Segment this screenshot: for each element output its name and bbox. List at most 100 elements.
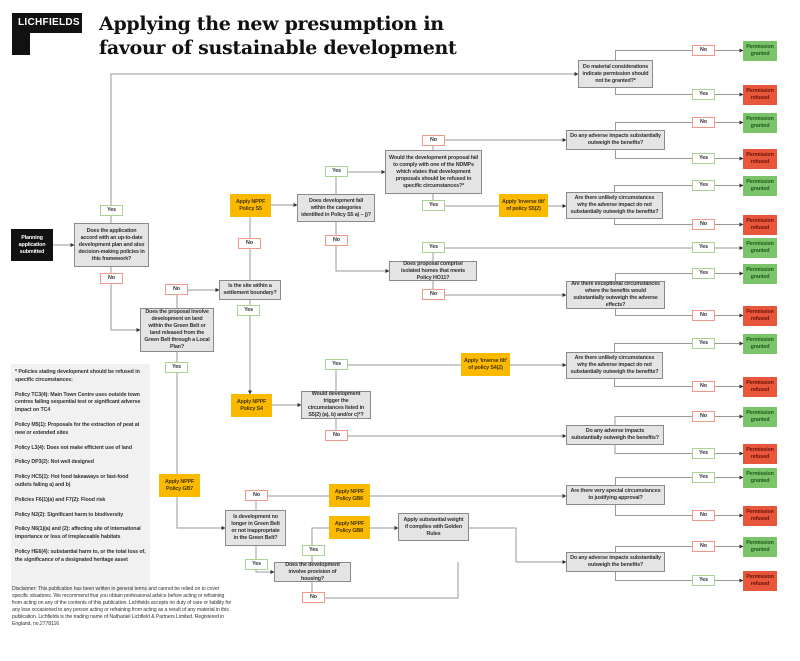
yes-label: Yes xyxy=(692,268,715,279)
yes-label: Yes xyxy=(692,180,715,191)
connector xyxy=(311,562,459,599)
q-accord-question: Does the application accord with an up-t… xyxy=(74,223,149,267)
yes-label: Yes xyxy=(692,338,715,349)
q-settlement-question: Is the site within a settlement boundary… xyxy=(219,280,281,300)
permission-granted-outcome: Permission granted xyxy=(743,406,777,427)
q-greenbelt-question: Does the proposal involve development on… xyxy=(140,308,214,352)
permission-granted-outcome: Permission granted xyxy=(743,175,777,196)
apply-s5-box: Apply NPPF Policy S5 xyxy=(230,194,271,217)
yes-label: Yes xyxy=(422,200,445,211)
policies-note: * Policies stating development should be… xyxy=(11,364,150,592)
permission-granted-outcome: Permission granted xyxy=(743,536,777,557)
connector xyxy=(614,379,692,387)
no-label: No xyxy=(692,411,715,422)
connector xyxy=(335,222,390,273)
no-label: No xyxy=(692,381,715,392)
connector xyxy=(615,273,692,281)
yes-label: Yes xyxy=(422,242,445,253)
connector xyxy=(615,477,692,485)
permission-granted-outcome: Permission granted xyxy=(743,263,777,284)
policy-note-item: Policy DP3(2): Not well designed xyxy=(15,459,94,466)
permission-refused-outcome: Permission refused xyxy=(743,148,777,169)
permission-granted-outcome: Permission granted xyxy=(743,238,777,258)
connector xyxy=(432,281,567,297)
q-categories-question: Does development fall within the categor… xyxy=(297,194,375,222)
tilt-s5-box: Apply 'inverse tilt' of policy S5(2) xyxy=(499,194,548,217)
yes-label: Yes xyxy=(165,362,188,373)
yes-label: Yes xyxy=(692,242,715,253)
q-isolated-question: Does proposal comprise isolated homes th… xyxy=(389,261,477,281)
start-box: Planning application submitted xyxy=(11,229,53,261)
no-label: No xyxy=(325,430,348,441)
no-label: No xyxy=(100,273,123,284)
no-label: No xyxy=(422,289,445,300)
permission-refused-outcome: Permission refused xyxy=(743,443,777,464)
weight-question: Apply substantial weight if complies wit… xyxy=(398,513,469,541)
logo-mark xyxy=(12,33,30,55)
no-label: No xyxy=(325,235,348,246)
page-title: Applying the new presumption in favour o… xyxy=(99,12,457,60)
no-label: No xyxy=(692,117,715,128)
policy-note-item: Policy HC5(1): Hot food takeaways or fas… xyxy=(15,474,129,488)
permission-refused-outcome: Permission refused xyxy=(743,305,777,326)
connector xyxy=(614,219,692,225)
no-label: No xyxy=(692,310,715,321)
permission-granted-outcome: Permission granted xyxy=(743,40,777,61)
connector xyxy=(615,546,692,552)
connector xyxy=(615,572,692,581)
connector xyxy=(335,419,567,438)
connector xyxy=(432,247,692,261)
no-label: No xyxy=(238,238,261,249)
apply-s4-box: Apply NPPF Policy S4 xyxy=(231,394,272,417)
no-label: No xyxy=(245,490,268,501)
yes-label: Yes xyxy=(302,545,325,556)
q-material-question: Do material considerations indicate perm… xyxy=(578,60,653,88)
connector xyxy=(615,88,692,95)
title-line-1: Applying the new presumption in xyxy=(99,13,444,35)
yes-label: Yes xyxy=(325,359,348,370)
permission-granted-outcome: Permission granted xyxy=(743,467,777,488)
q-adverse-1-question: Do any adverse impacts substantially out… xyxy=(566,130,665,150)
no-label: No xyxy=(692,45,715,56)
policy-note-item: Policy N6(1)(a) and (2): affecting site … xyxy=(15,526,141,541)
policy-note-item: Policy N2(2): Significant harm to biodiv… xyxy=(15,511,124,518)
permission-refused-outcome: Permission refused xyxy=(743,214,777,235)
permission-refused-outcome: Permission refused xyxy=(743,376,777,397)
q-adverse-2-question: Do any adverse impacts substantially out… xyxy=(566,425,664,445)
policy-note-item: Policy HE6(4): substantial harm to, or t… xyxy=(15,548,146,563)
connector xyxy=(614,416,692,425)
connector xyxy=(614,343,692,352)
connector xyxy=(614,185,692,192)
q-unlikely-1-question: Are there unlikely circumstances why the… xyxy=(566,192,663,219)
notes-heading: * Policies stating development should be… xyxy=(15,369,140,383)
yes-label: Yes xyxy=(325,166,348,177)
permission-granted-outcome: Permission granted xyxy=(743,333,777,354)
q-adverse-3-question: Do any adverse impacts substantially out… xyxy=(566,552,665,572)
connector xyxy=(614,445,692,454)
apply-gb7-box: Apply NPPF Policy GB7 xyxy=(159,474,200,497)
connector xyxy=(432,138,567,150)
connector xyxy=(110,267,141,332)
connector xyxy=(335,364,461,391)
policy-note-item: Policy M5(1): Proposals for the extracti… xyxy=(15,421,140,436)
permission-refused-outcome: Permission refused xyxy=(743,505,777,526)
connector xyxy=(615,150,692,159)
permission-granted-outcome: Permission granted xyxy=(743,112,777,133)
q-trigger-question: Would development trigger the circumstan… xyxy=(301,391,371,419)
yes-label: Yes xyxy=(692,89,715,100)
yes-label: Yes xyxy=(692,448,715,459)
no-label: No xyxy=(692,510,715,521)
q-exceptional-question: Are there exceptional circumstances wher… xyxy=(566,281,665,309)
connector xyxy=(615,50,692,60)
title-line-2: favour of sustainable development xyxy=(99,37,457,59)
policy-note-item: Policy TC3(4): Main Town Centre uses out… xyxy=(15,391,141,414)
disclaimer: Disclaimer: This publication has been wr… xyxy=(12,586,232,627)
no-label: No xyxy=(692,219,715,230)
tilt-s4-box: Apply 'inverse tilt' of policy S4(2) xyxy=(461,353,510,376)
yes-label: Yes xyxy=(692,575,715,586)
yes-label: Yes xyxy=(692,472,715,483)
lichfields-logo: LICHFIELDS xyxy=(12,13,82,33)
q-no-longer-gb-question: Is development no longer in Green Belt o… xyxy=(225,510,286,546)
no-label: No xyxy=(165,284,188,295)
